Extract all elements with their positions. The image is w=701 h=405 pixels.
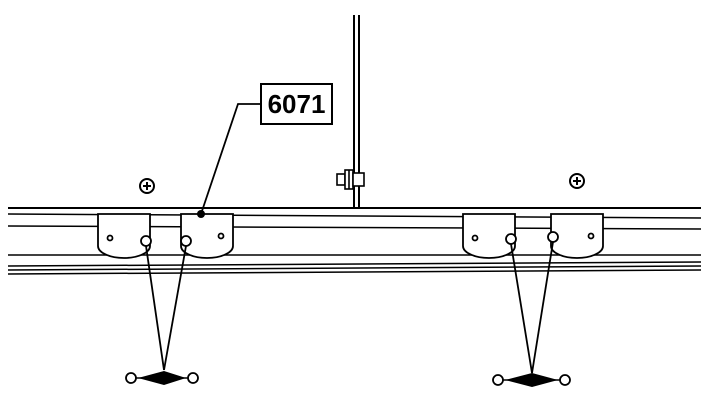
double-arrow-icon bbox=[125, 371, 199, 385]
motion-lines-left bbox=[145, 245, 187, 371]
bracket-icon bbox=[462, 213, 516, 259]
bolt-nut-icon bbox=[336, 169, 365, 190]
callout-dot bbox=[197, 210, 205, 218]
callout-box bbox=[260, 83, 333, 125]
screw-icon bbox=[139, 178, 155, 194]
bracket-icon bbox=[97, 213, 151, 259]
double-arrow-icon bbox=[492, 373, 571, 387]
bracket-icon bbox=[180, 213, 234, 259]
callout-leader bbox=[200, 103, 263, 215]
part-callout: 6071 bbox=[197, 83, 333, 218]
motion-lines-right bbox=[510, 241, 554, 374]
screw-icon bbox=[569, 173, 585, 189]
part-number-label: 6071 bbox=[268, 89, 326, 119]
pivot-holes bbox=[140, 231, 559, 247]
